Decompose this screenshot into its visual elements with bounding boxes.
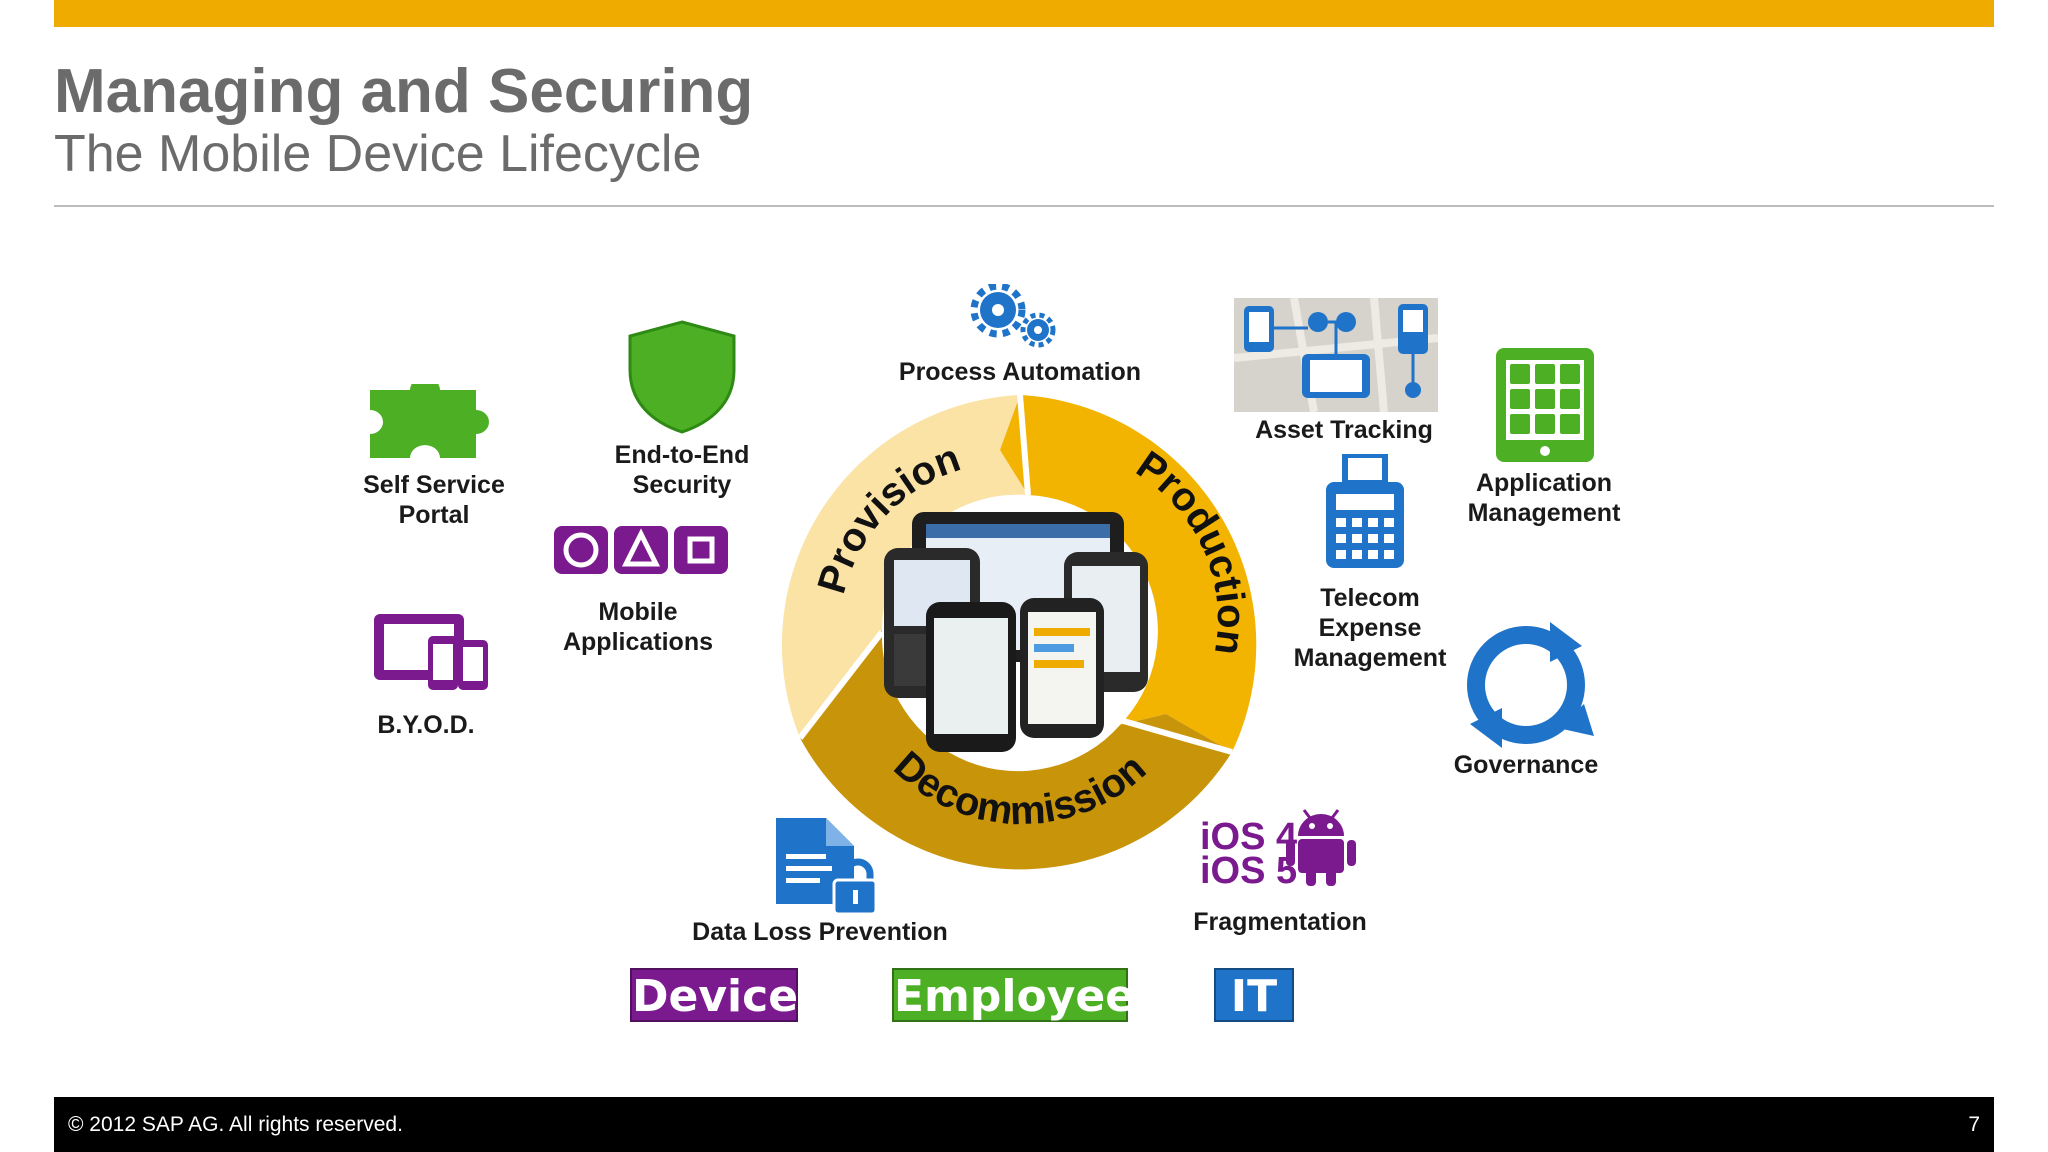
asset-tracking-label: Asset Tracking [1255,416,1433,444]
gears-icon [970,284,1056,348]
device-tag: Device [630,968,798,1022]
byod-devices-icon [374,614,488,690]
lifecycle-wheel: Provision Production Decommission [781,394,1257,870]
production-segment [1000,395,1257,752]
slide-subtitle: The Mobile Device Lifecycle [54,125,702,183]
page-number: 7 [1968,1113,1980,1136]
footer-bar: © 2012 SAP AG. All rights reserved. 7 [54,1097,1994,1152]
fragmentation-label: Fragmentation [1193,908,1367,936]
data-loss-prevention-label: Data Loss Prevention [692,918,948,946]
puzzle-icon [370,384,489,458]
shield-icon [628,320,736,434]
app-grid-tablet-icon [1496,348,1594,462]
android-icon [1286,809,1356,886]
slide-title: Managing and Securing [54,57,754,126]
calculator-icon [1326,454,1404,568]
segment-separator [797,630,885,740]
segment-separator [1119,717,1233,755]
title-divider [54,205,1994,207]
app-shapes-icon [554,526,728,574]
locked-document-icon [776,818,878,916]
provision-segment [781,395,1028,738]
it-tag: IT [1214,968,1294,1022]
asset-tracking-map-icon [1234,298,1438,412]
cycle-arrows-icon [1467,622,1594,748]
employee-tag: Employee [892,968,1135,1022]
decommission-segment [800,630,1232,870]
segment-separator [1017,394,1031,496]
top-accent-bar [54,0,1994,27]
copyright-text: © 2012 SAP AG. All rights reserved. [68,1113,403,1136]
governance-label: Governance [1453,751,1599,779]
mobile-devices-image [884,512,1148,752]
process-automation-label: Process Automation [898,358,1142,386]
byod-label: B.Y.O.D. [377,711,475,739]
